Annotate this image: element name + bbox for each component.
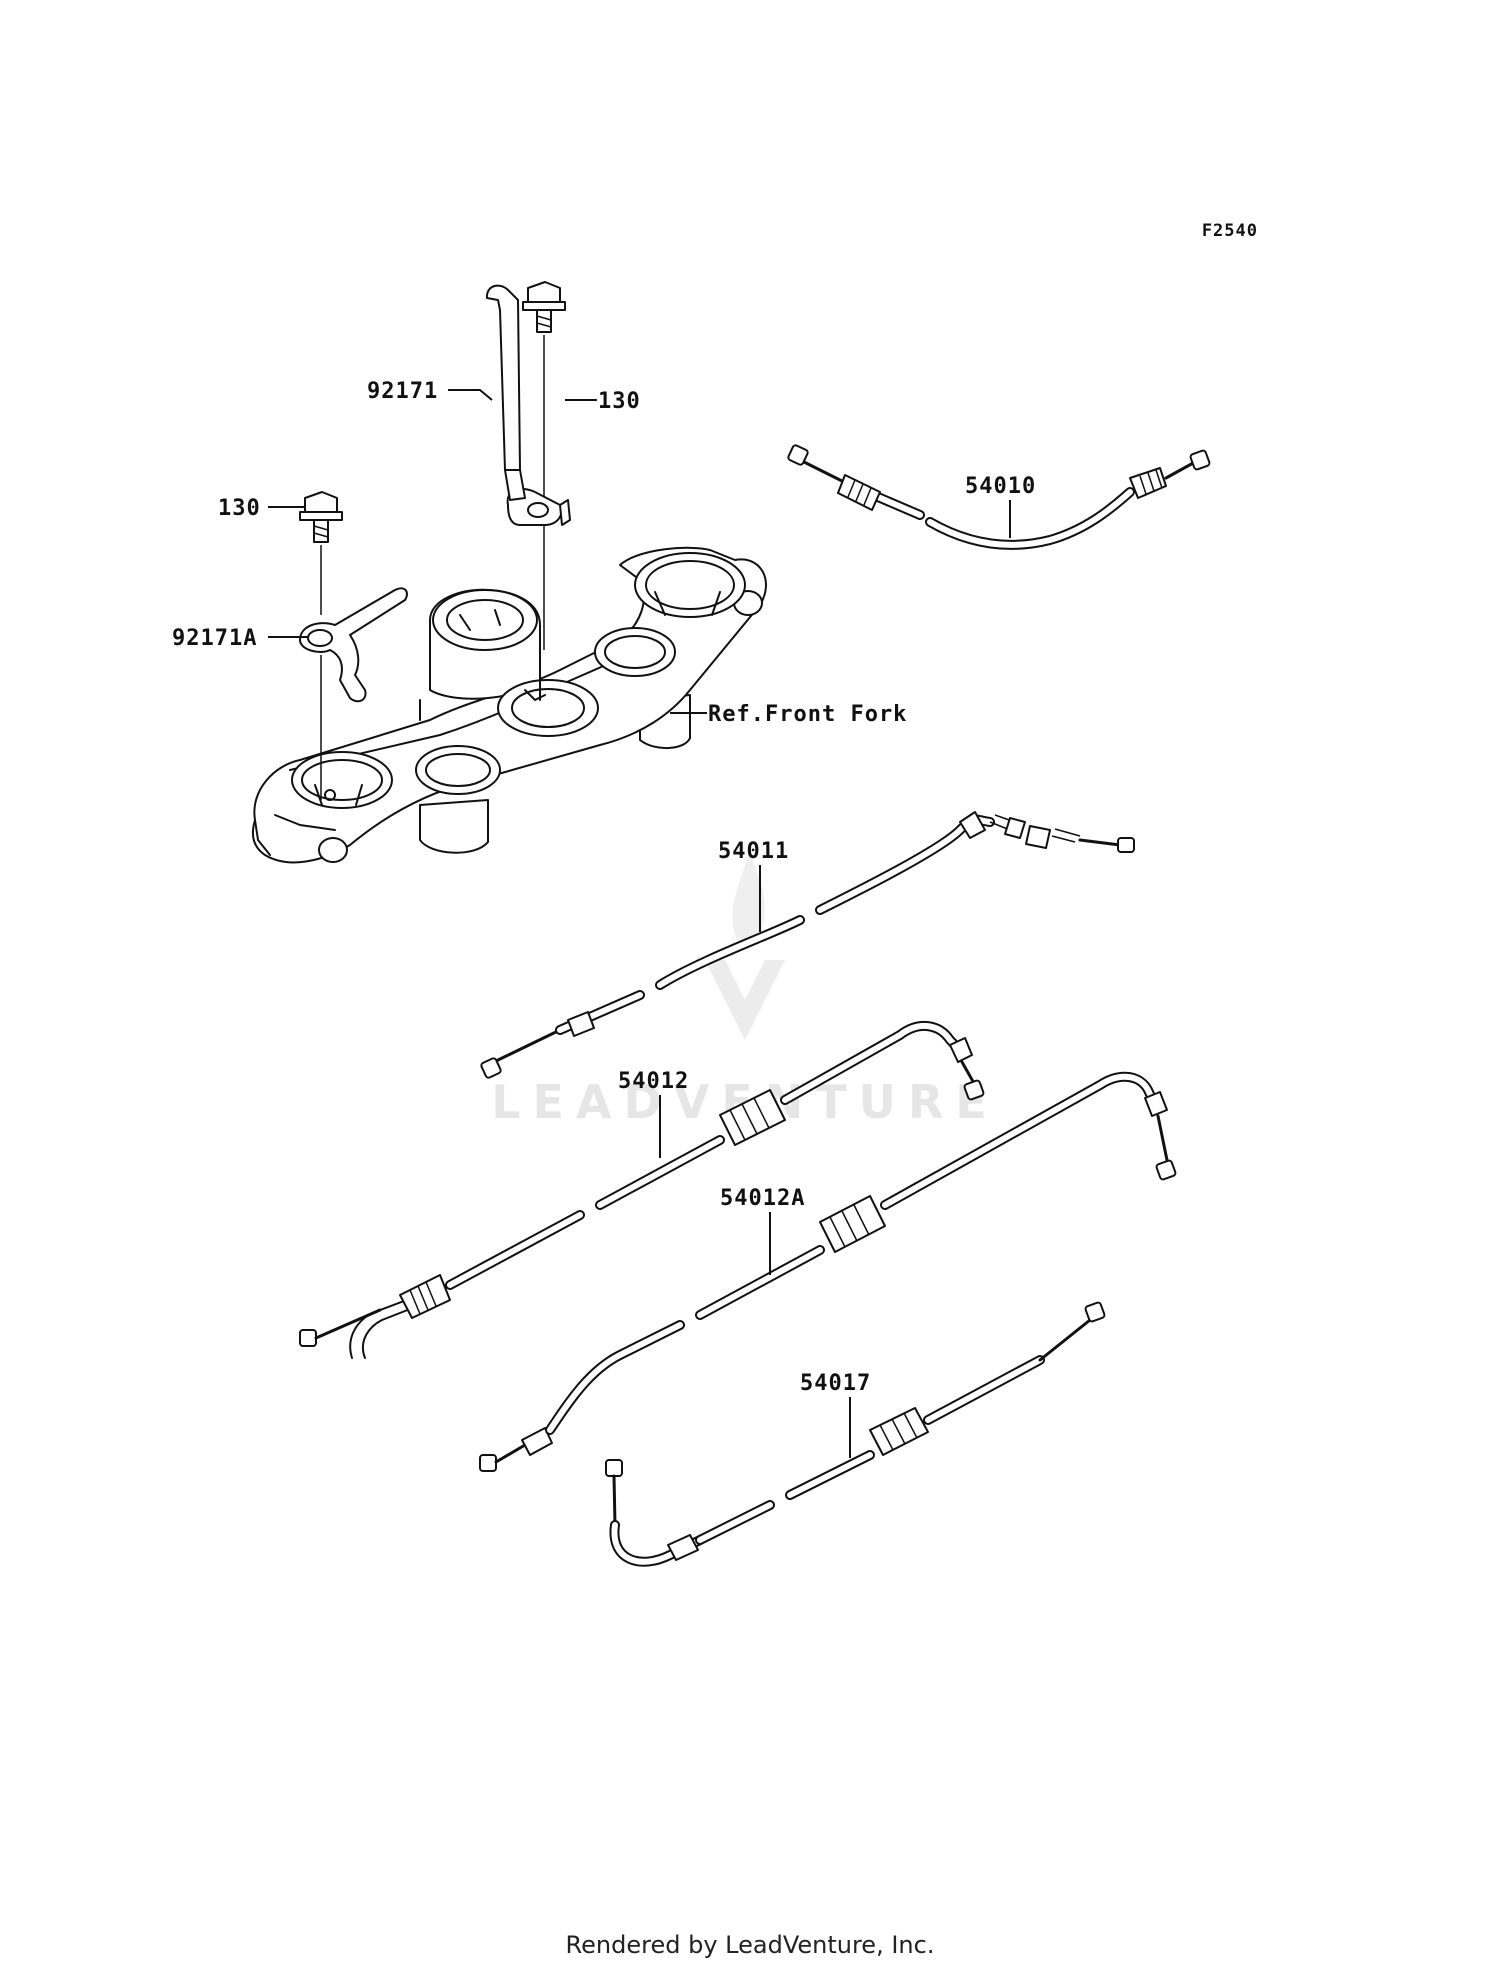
watermark-logo-icon: [705, 960, 785, 1040]
callout-54012A: 54012A: [720, 1186, 805, 1211]
footer-credit: Rendered by LeadVenture, Inc.: [566, 1931, 935, 1959]
callout-92171: 92171: [367, 379, 438, 404]
watermark-flame-icon: [732, 850, 765, 945]
cable-54012-illustration: [299, 1021, 985, 1359]
callout-ref-front-fork: Ref.Front Fork: [708, 702, 907, 727]
figure-code: F2540: [1202, 221, 1258, 241]
callout-54017: 54017: [800, 1371, 871, 1396]
callout-130-left: 130: [218, 496, 261, 521]
callout-130-top: 130: [598, 389, 641, 414]
bolt-130-top: [522, 281, 566, 333]
callout-92171A: 92171A: [172, 626, 257, 651]
cable-guide-92171: [485, 284, 571, 526]
callout-54010: 54010: [965, 474, 1036, 499]
bolt-130-left: [299, 491, 343, 543]
callout-54012: 54012: [618, 1069, 689, 1094]
watermark: LEADVENTURE: [491, 850, 987, 1129]
callout-54011: 54011: [718, 839, 789, 864]
cable-guide-92171A: [299, 587, 408, 703]
cable-54010-illustration: [787, 444, 1211, 550]
leader-lines: [268, 389, 1011, 1458]
cable-54012A-illustration: [479, 1071, 1177, 1472]
cable-54017-illustration: [605, 1301, 1106, 1567]
triple-clamp-illustration: [251, 546, 767, 864]
cable-54011-illustration: [480, 811, 1135, 1079]
